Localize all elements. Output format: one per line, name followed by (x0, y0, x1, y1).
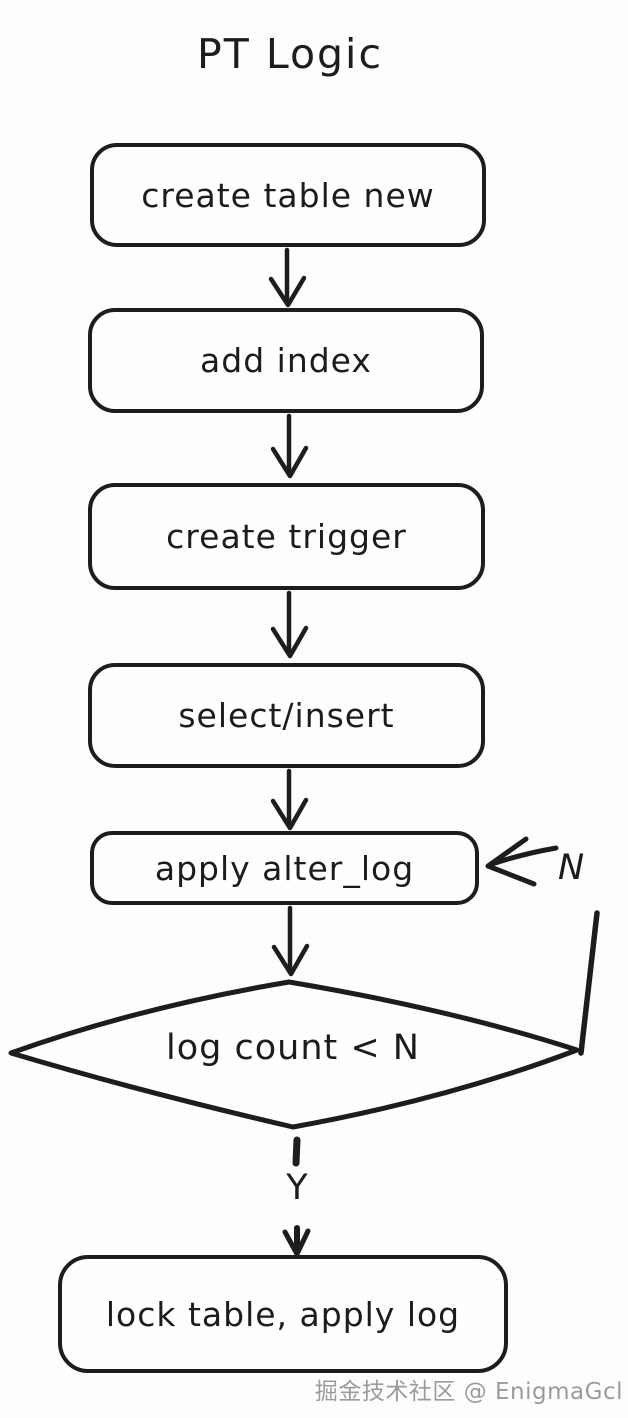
node-apply-alter-log: apply alter_log (90, 831, 479, 905)
arrow-add-index-to-create-trigger (270, 413, 309, 479)
edge-label-yes: Y (286, 1168, 308, 1208)
node-apply-alter-log-label: apply alter_log (154, 848, 415, 888)
arrow-create-trigger-to-select-insert (270, 590, 309, 659)
diagram-title: PT Logic (197, 30, 383, 78)
node-lock-table-apply-log: lock table, apply log (58, 1255, 508, 1373)
edge-label-no: N (558, 848, 585, 888)
node-log-count-check-label: log count < N (166, 1028, 420, 1068)
arrow-select-insert-to-apply-alter-log (270, 768, 309, 831)
node-create-table-new: create table new (90, 143, 486, 247)
arrow-apply-alter-log-to-log-count-check (271, 905, 310, 977)
node-create-trigger-label: create trigger (166, 517, 407, 556)
node-lock-table-apply-log-label: lock table, apply log (105, 1294, 461, 1334)
node-create-table-new-label: create table new (141, 175, 435, 215)
node-add-index-label: add index (200, 341, 372, 380)
watermark-text: 掘金技术社区 @ EnigmaGcl (314, 1379, 623, 1405)
node-create-trigger: create trigger (88, 483, 485, 590)
node-select-insert-label: select/insert (178, 696, 395, 735)
node-select-insert: select/insert (88, 663, 485, 768)
node-add-index: add index (88, 308, 484, 413)
arrow-create-table-new-to-add-index (268, 247, 307, 308)
